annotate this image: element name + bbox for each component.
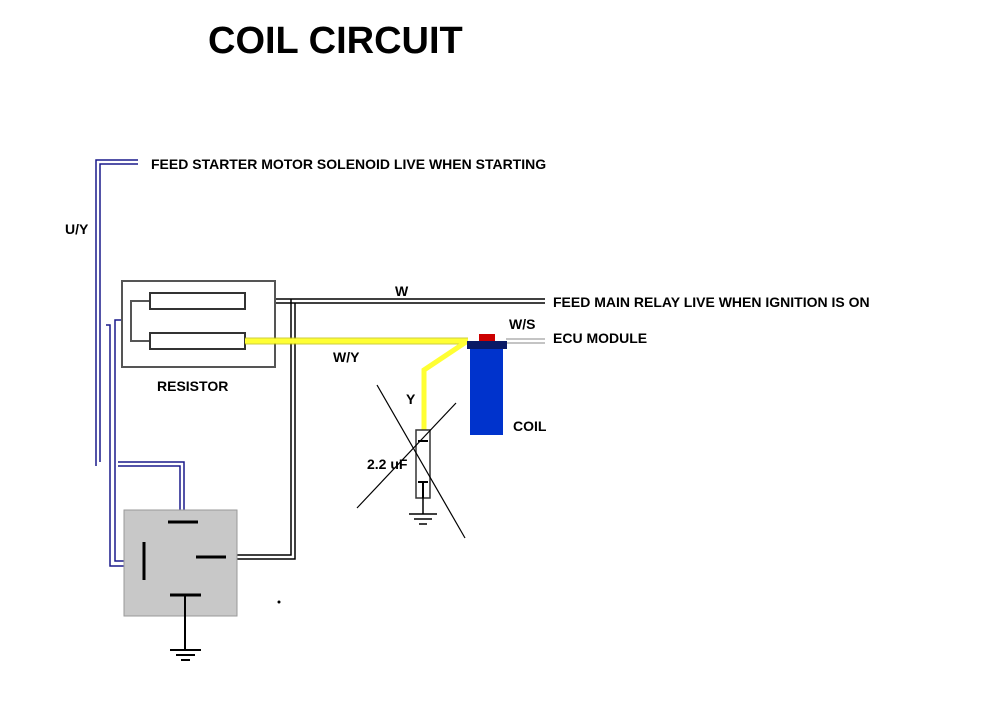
w-label: W bbox=[395, 283, 409, 299]
ws-label: W/S bbox=[509, 316, 535, 332]
resistor bbox=[121, 280, 276, 368]
wy-wire bbox=[245, 337, 468, 345]
w-wire bbox=[237, 298, 545, 560]
main-relay-feed-label: FEED MAIN RELAY LIVE WHEN IGNITION IS ON bbox=[553, 294, 870, 310]
coil-label: COIL bbox=[513, 418, 547, 434]
ecu-label: ECU MODULE bbox=[553, 330, 647, 346]
resistor-label: RESISTOR bbox=[157, 378, 228, 394]
relay-ground-icon bbox=[170, 595, 201, 661]
uy-wire bbox=[95, 159, 185, 567]
wy-label: W/Y bbox=[333, 349, 360, 365]
ws-wire bbox=[506, 338, 545, 344]
cross-out-mark bbox=[356, 384, 466, 539]
relay bbox=[123, 509, 238, 617]
diagram-title: COIL CIRCUIT bbox=[208, 20, 463, 62]
capacitor-ground-icon bbox=[409, 498, 437, 525]
y-label: Y bbox=[406, 391, 416, 407]
starter-feed-label: FEED STARTER MOTOR SOLENOID LIVE WHEN ST… bbox=[151, 156, 546, 172]
uy-label: U/Y bbox=[65, 221, 89, 237]
y-wire bbox=[421, 339, 468, 432]
coil bbox=[467, 334, 507, 435]
capacitor-label: 2.2 uF bbox=[367, 456, 408, 472]
stray-dot bbox=[277, 600, 281, 604]
